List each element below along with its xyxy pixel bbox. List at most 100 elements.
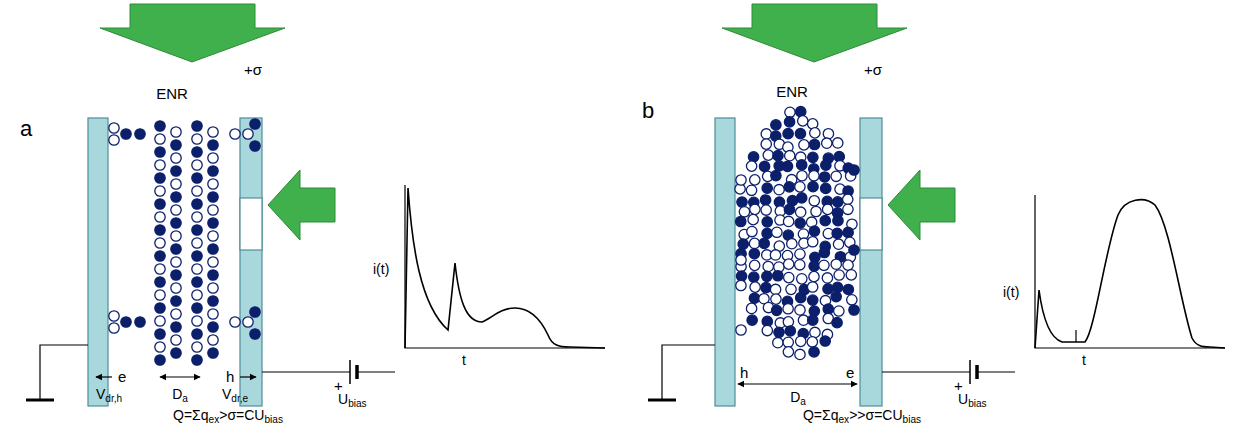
hole-dot: [171, 335, 181, 345]
electron-dot: [192, 173, 202, 183]
hole-dot: [109, 323, 119, 333]
axis-label-group: i(t): [1003, 285, 1019, 299]
panel-letter-group: b: [642, 100, 654, 122]
electron-dot: [773, 271, 783, 281]
electron-dot: [121, 317, 131, 327]
electron-dot: [208, 322, 218, 332]
electron-dot: [762, 271, 772, 281]
electron-dot: [819, 247, 829, 257]
formula-group: Q=Σqex>σ=CUbias: [173, 408, 283, 425]
electron-dot: [155, 121, 165, 131]
hole-dot: [208, 335, 218, 345]
electron-dot: [738, 239, 748, 249]
hole-dot: [747, 226, 757, 236]
axis-label-group: t: [462, 353, 466, 367]
hole-dot: [811, 206, 821, 216]
hole-dot: [774, 184, 784, 194]
hole-dot: [843, 194, 853, 204]
hole-dot: [796, 336, 806, 346]
hole-dot: [831, 171, 841, 181]
hole-dot: [749, 238, 759, 248]
hole-dot: [109, 311, 119, 321]
electron-dot: [208, 218, 218, 228]
ground-symbol: [648, 399, 676, 402]
light-arrow: [722, 4, 907, 62]
hole-dot: [171, 257, 181, 267]
electron-dot: [762, 228, 772, 238]
electron-dot: [809, 261, 819, 271]
voltage-label: U: [958, 391, 968, 407]
hole-dot: [208, 231, 218, 241]
formula: bias: [903, 414, 922, 425]
electron-dot: [773, 150, 783, 160]
hole-dot: [208, 257, 218, 267]
electron-dot: [208, 192, 218, 202]
hole-dot: [795, 305, 805, 315]
diffusion-arrow: [160, 376, 200, 377]
hole-dot: [192, 238, 202, 248]
light-arrow: [268, 170, 335, 240]
charge-label: +σ: [864, 61, 882, 78]
electron-dot: [155, 329, 165, 339]
electron-dot: [843, 227, 853, 237]
electron-dot: [809, 139, 819, 149]
electron-dot: [771, 120, 781, 130]
hole-dot: [192, 134, 202, 144]
electron-dot: [784, 182, 794, 192]
hole-dot: [783, 216, 793, 226]
light-arrow: [888, 170, 955, 240]
hole-dot: [192, 186, 202, 196]
axis-label: i(t): [373, 261, 389, 277]
drift-arrow: [96, 376, 112, 377]
hole-dot: [823, 129, 833, 139]
formula: >>σ=CU: [849, 407, 902, 423]
hole-dot: [770, 284, 780, 294]
electron-dot: [737, 197, 747, 207]
hole-dot: [171, 153, 181, 163]
hole-dot: [750, 175, 760, 185]
voltage-label: bias: [968, 398, 987, 409]
hole-dot: [822, 273, 832, 283]
formula: >σ=CU: [219, 407, 264, 423]
hole-dot: [809, 171, 819, 181]
plot-axes: [405, 185, 605, 348]
electron-dot: [771, 305, 781, 315]
hole-dot: [822, 204, 832, 214]
electrode: [240, 118, 262, 406]
hole-dot: [799, 140, 809, 150]
axis-label-group: i(t): [373, 262, 389, 276]
electron-dot: [762, 183, 772, 193]
electron-dot: [808, 152, 818, 162]
electron-dot: [808, 181, 818, 191]
electron-dot: [823, 304, 833, 314]
charge-label-group: +σ: [864, 62, 882, 77]
axis-label: t: [1082, 352, 1086, 368]
electron-dot: [760, 195, 770, 205]
electron-dot: [795, 218, 805, 228]
hole-dot: [192, 212, 202, 222]
electron-dot: [749, 248, 759, 258]
hole-dot: [192, 342, 202, 352]
polarity-label-group: +: [334, 378, 343, 393]
electron-dot: [783, 129, 793, 139]
electrode: [860, 118, 882, 406]
hole-dot: [763, 261, 773, 271]
hole-dot: [750, 204, 760, 214]
electron-dot: [192, 225, 202, 235]
electron-dot: [155, 277, 165, 287]
hole-dot: [795, 260, 805, 270]
diffusion-label-group: Da: [790, 390, 806, 407]
charge-label: +σ: [244, 61, 262, 78]
hole-dot: [109, 123, 119, 133]
hole-dot: [762, 325, 772, 335]
diffusion-label: D: [790, 389, 800, 405]
bias-wire: [262, 371, 350, 372]
hole-dot: [783, 347, 793, 357]
electron-dot: [192, 303, 202, 313]
electron-dot: [774, 327, 784, 337]
hole-dot: [155, 238, 165, 248]
electron-dot: [208, 166, 218, 176]
region-label: ENR: [156, 85, 188, 102]
hole-dot: [736, 175, 746, 185]
diffusion-arrow: [738, 383, 857, 384]
